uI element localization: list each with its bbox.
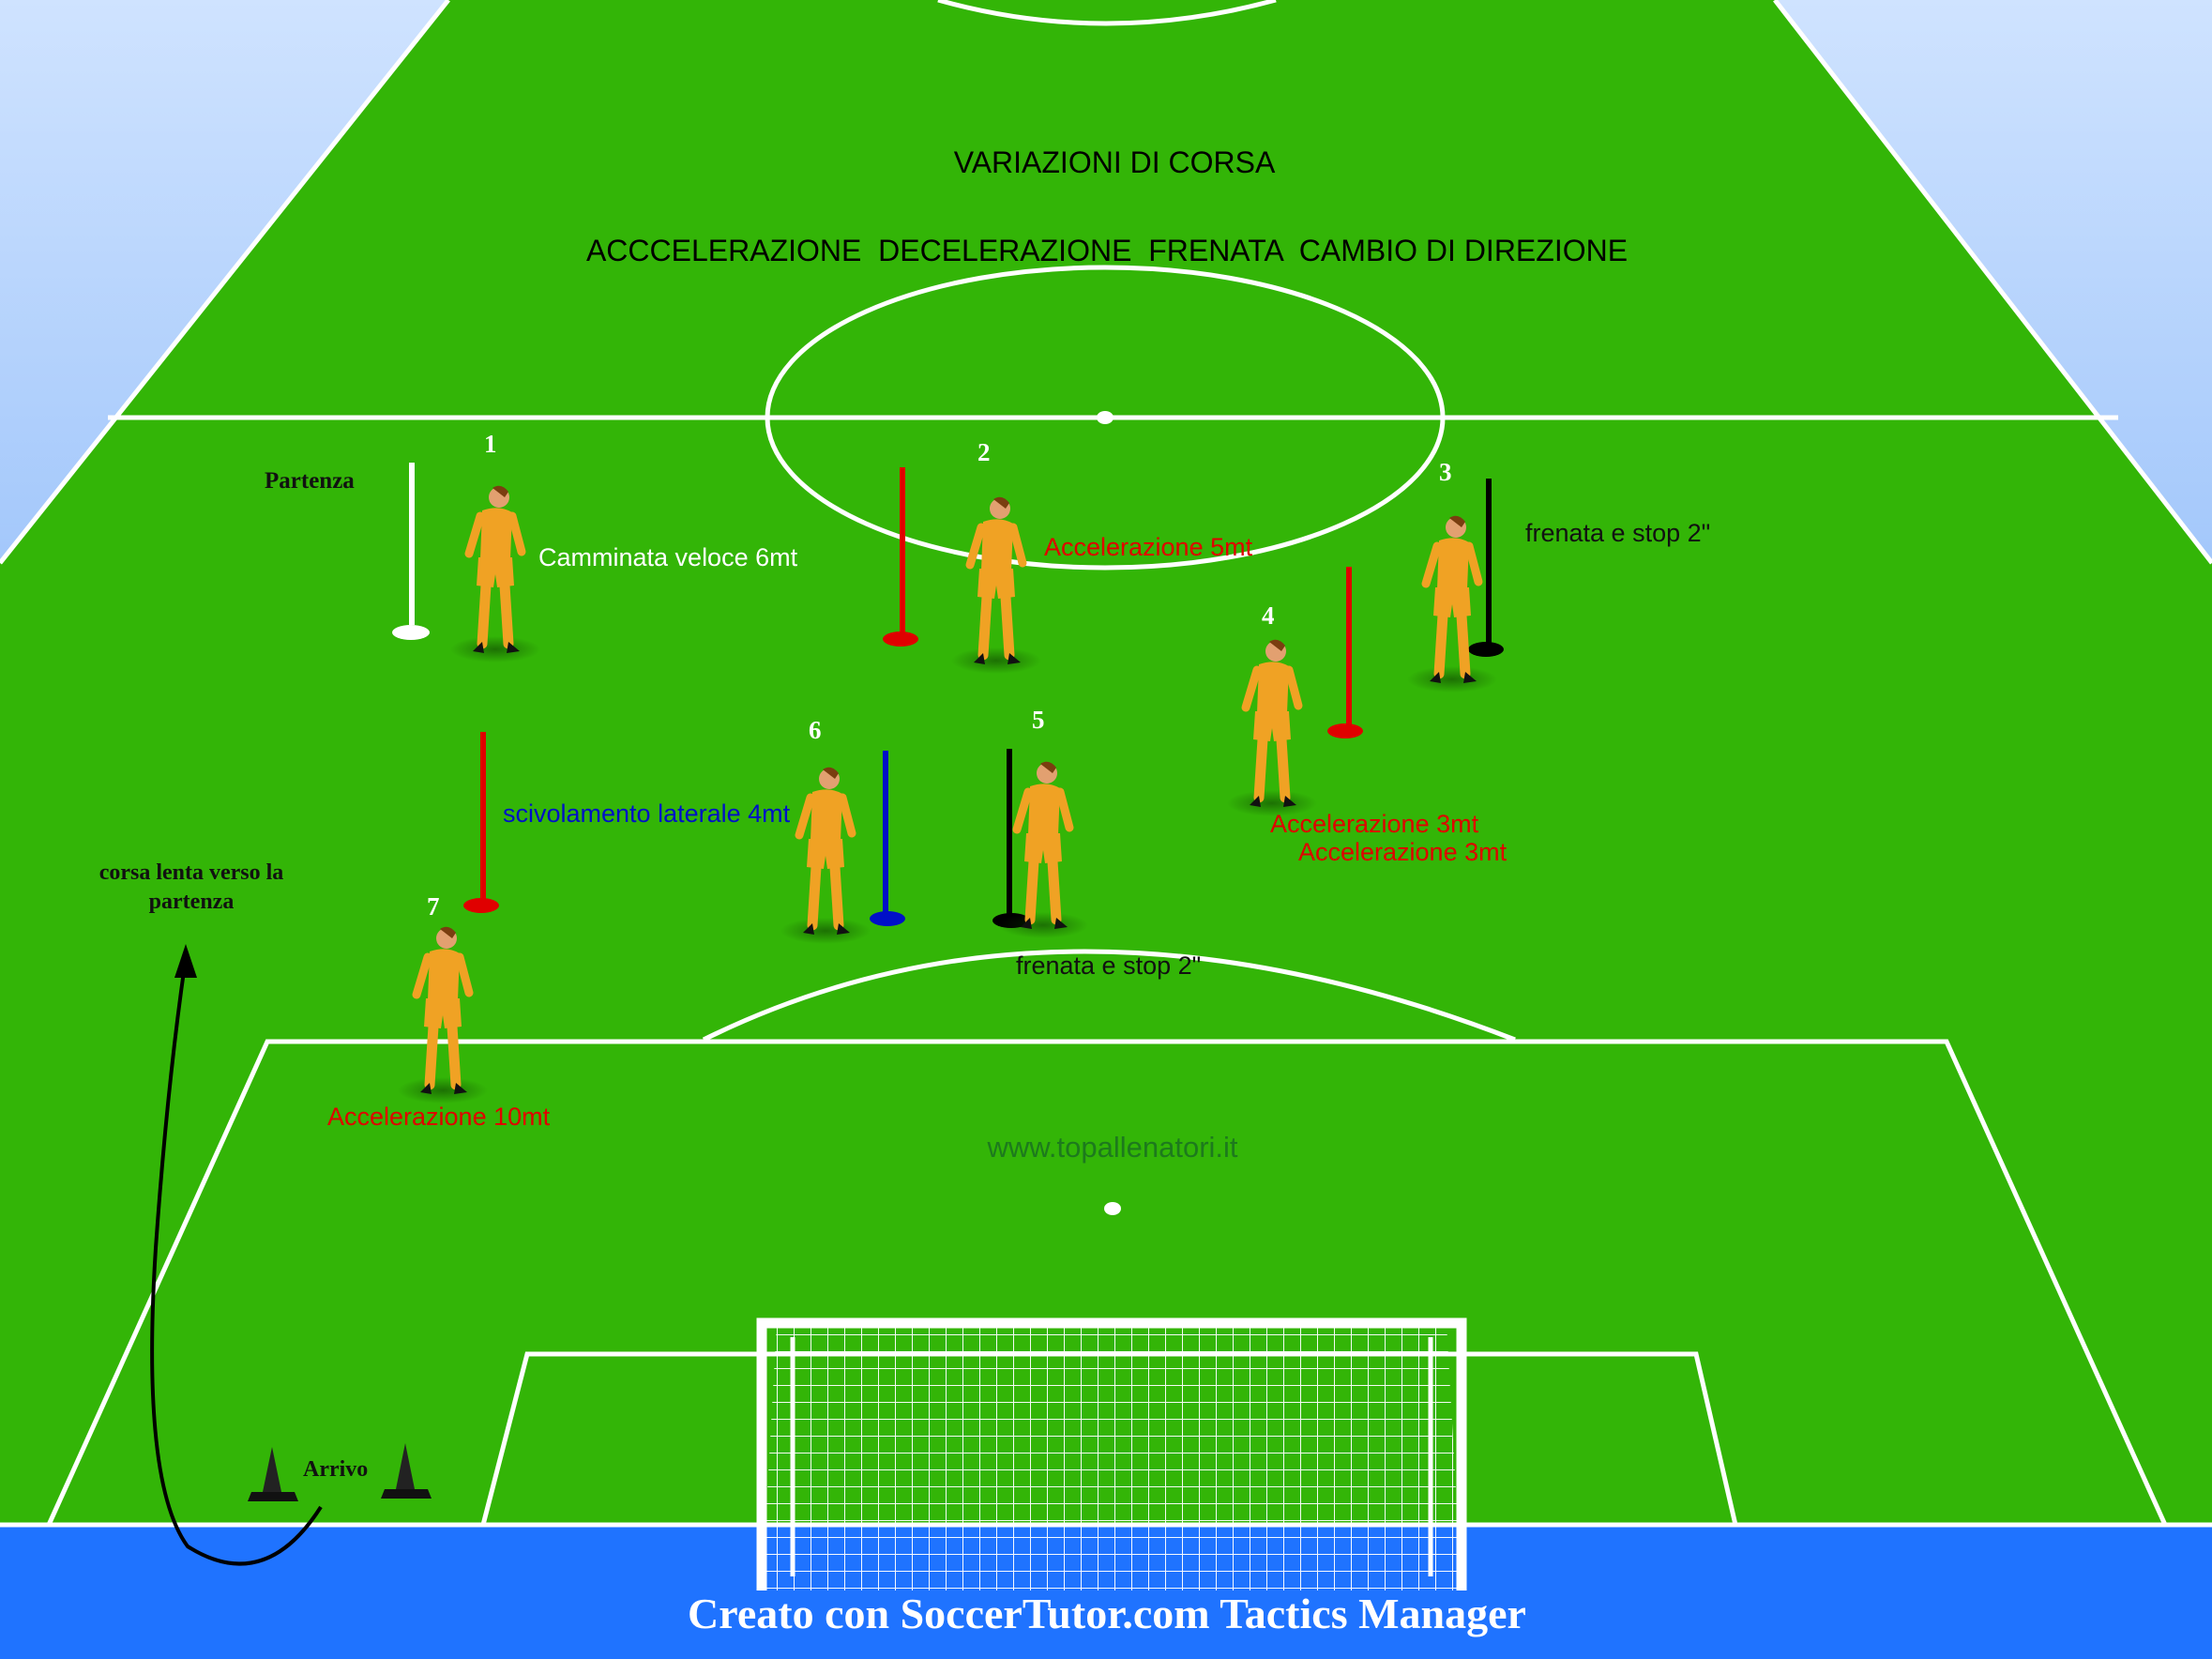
center-spot — [1097, 411, 1114, 424]
station-number-1: 1 — [484, 430, 497, 458]
station-label-5: frenata e stop 2" — [1016, 951, 1201, 980]
station-label-2: Accelerazione 5mt — [1044, 533, 1253, 561]
cone-icon — [248, 1447, 298, 1501]
goal-icon — [756, 1317, 1467, 1591]
station-label-6: scivolamento laterale 4mt — [503, 799, 791, 828]
station-label-3: frenata e stop 2" — [1525, 519, 1710, 547]
station-number-3: 3 — [1439, 458, 1452, 486]
pitch-surface — [0, 0, 2212, 1548]
station-label-7: Accelerazione 10mt — [327, 1103, 551, 1131]
touchline-left — [0, 0, 450, 565]
station-number-5: 5 — [1032, 706, 1045, 734]
station-label-4: Accelerazione 3mt — [1270, 810, 1479, 838]
station-label-1: Camminata veloce 6mt — [538, 543, 798, 571]
station-number-6: 6 — [809, 716, 822, 744]
pole-icon — [1468, 479, 1504, 657]
center-circle — [765, 265, 1446, 571]
penalty-arc — [702, 949, 1516, 1043]
website-watermark: www.topallenatori.it — [986, 1131, 1237, 1164]
station-number-7: 7 — [427, 892, 440, 921]
finish-label: Arrivo — [303, 1457, 368, 1482]
pole-icon — [1327, 567, 1363, 738]
station-label-4b: Accelerazione 3mt — [1298, 838, 1507, 866]
start-label: Partenza — [265, 468, 355, 494]
footer-credit: Creato con SoccerTutor.com Tactics Manag… — [688, 1590, 1526, 1637]
cone-icon — [381, 1443, 432, 1499]
page-title: VARIAZIONI DI CORSA — [954, 145, 1276, 179]
touchline-right — [1773, 0, 2212, 565]
top-arc — [937, 0, 1277, 26]
station-number-4: 4 — [1262, 601, 1275, 630]
pole-icon — [463, 732, 499, 913]
pole-icon — [883, 467, 918, 647]
station-number-2: 2 — [977, 438, 991, 466]
pole-icon — [870, 751, 905, 926]
arrow-icon — [150, 964, 323, 1566]
page-subtitle: ACCCELERAZIONE DECELERAZIONE FRENATA CAM… — [586, 234, 1628, 267]
penalty-box — [46, 1039, 2168, 1527]
return-label-line2: partenza — [149, 890, 235, 914]
return-label-line1: corsa lenta verso la — [99, 860, 284, 885]
pole-icon — [392, 463, 430, 640]
arrow-head-icon — [174, 944, 197, 978]
penalty-spot — [1104, 1202, 1121, 1215]
